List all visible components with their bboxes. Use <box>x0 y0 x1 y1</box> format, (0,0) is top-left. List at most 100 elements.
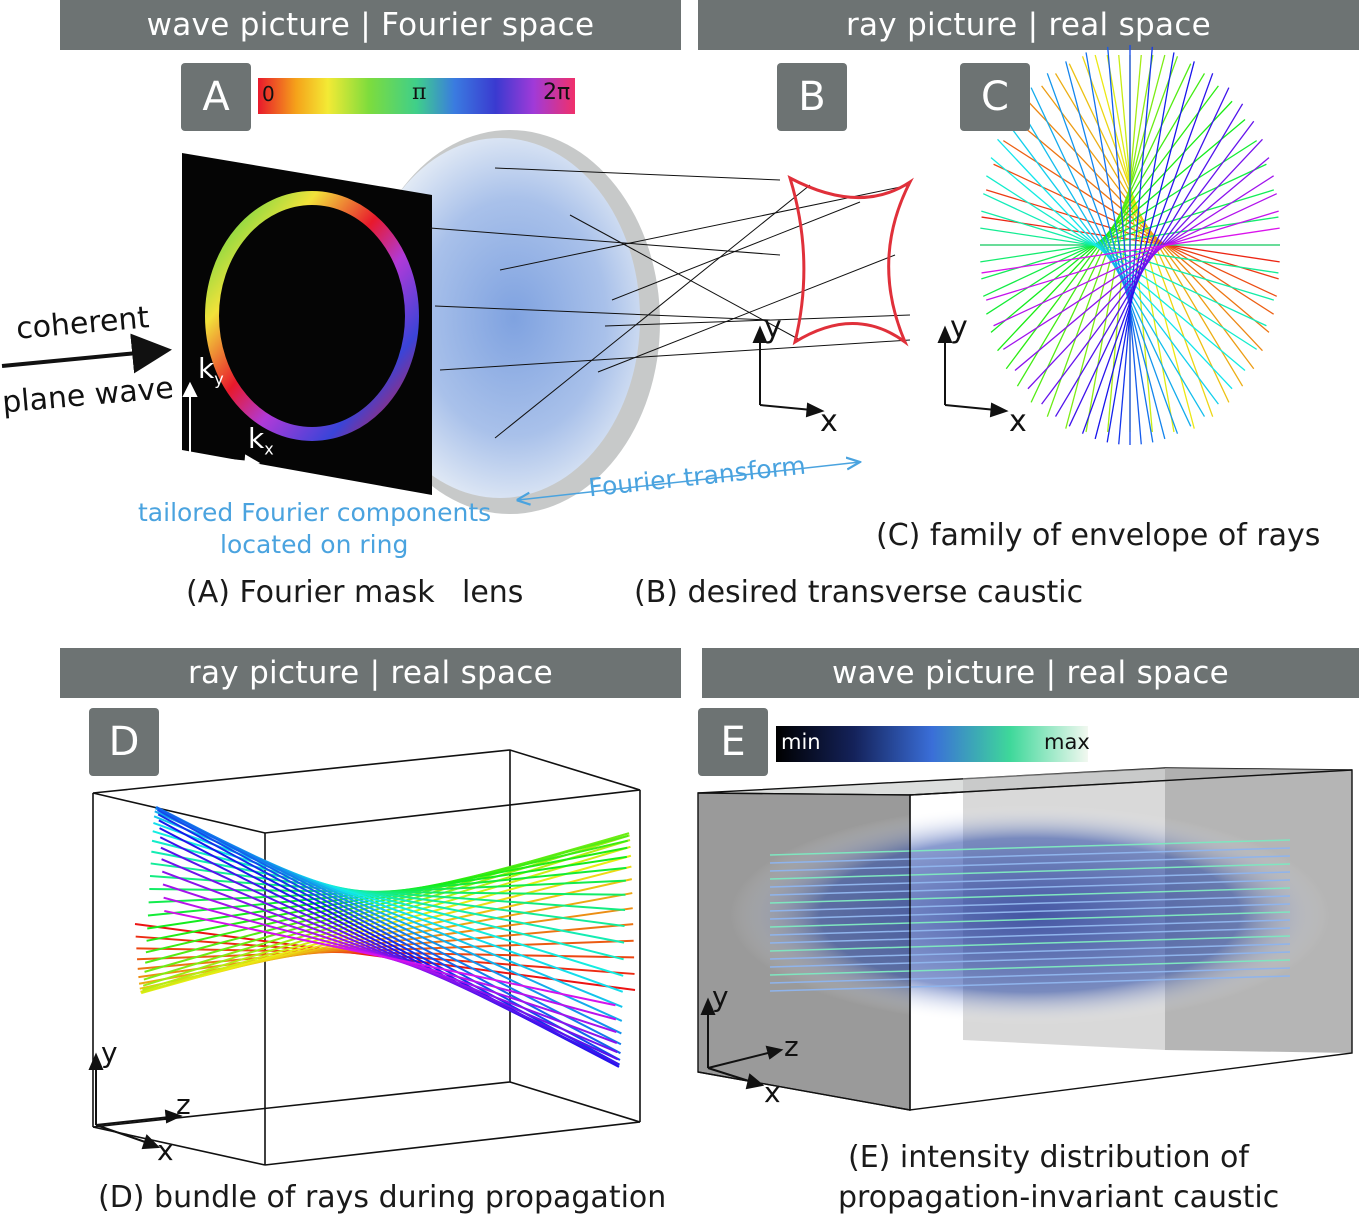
panel-e-streak <box>769 855 1291 872</box>
panel-c-ray <box>982 193 1267 327</box>
panel-c-ray <box>1094 54 1195 429</box>
panel-c-axes <box>937 325 1009 418</box>
caption-envelope: (C) family of envelope of rays <box>876 518 1321 553</box>
intensity-colorbar <box>776 726 1088 762</box>
panel-d-ray <box>161 858 618 1054</box>
panel-e-streak <box>769 927 1291 944</box>
panel-c-ray <box>1118 46 1153 445</box>
panel-c-ray <box>981 189 1275 280</box>
header-ray-real-top: ray picture | real space <box>698 0 1359 50</box>
panel-c-ray <box>1014 119 1270 333</box>
fourier-ring <box>205 191 419 441</box>
panel-d-ray <box>152 830 624 977</box>
panel-e-streak <box>769 887 1291 904</box>
panel-e-streak <box>769 975 1291 992</box>
panel-b-x-label: x <box>820 404 838 439</box>
panel-c-ray <box>1016 103 1206 417</box>
panel-d-rays <box>134 805 636 1068</box>
badge-b: B <box>777 63 847 131</box>
panel-d-ray <box>150 862 625 928</box>
panel-e-streak <box>769 863 1291 880</box>
panel-d-ray <box>157 813 621 1066</box>
caption-bundle: (D) bundle of rays during propagation <box>98 1180 667 1215</box>
panel-c-ray <box>1030 87 1192 427</box>
header-ray-real-bottom: ray picture | real space <box>60 648 681 698</box>
panel-e-volume <box>697 767 1353 1111</box>
panel-c-ray <box>981 227 1280 274</box>
panel-c-ray <box>1002 140 1274 315</box>
panel-c-ray <box>1094 61 1195 440</box>
panel-c-ray <box>1085 52 1154 443</box>
panel-d-ray <box>157 809 621 1061</box>
panel-e-streak <box>769 967 1291 984</box>
badge-d: D <box>89 708 159 776</box>
panel-e-x-label: x <box>764 1076 781 1109</box>
lens-rays <box>429 167 911 439</box>
panel-c-ray <box>985 210 1279 301</box>
panel-c-ray <box>1085 54 1154 433</box>
kx-label: kx <box>248 422 274 459</box>
panel-c-rays <box>980 45 1280 445</box>
panel-e-streak <box>769 871 1291 888</box>
panel-e-streak <box>769 839 1291 856</box>
panel-c-ray <box>990 157 1246 371</box>
desired-caustic <box>787 174 914 347</box>
header-wave-fourier: wave picture | Fourier space <box>60 0 681 50</box>
header-wave-real: wave picture | real space <box>702 648 1359 698</box>
fourier-transform-arrow <box>518 462 860 500</box>
panel-d-z-label: z <box>176 1088 191 1121</box>
panel-c-ray <box>986 140 1258 315</box>
caption-lens: lens <box>462 575 524 610</box>
intensity-label-min: min <box>781 730 821 754</box>
panel-c-ray <box>1106 52 1175 443</box>
panel-c-ray <box>1002 175 1274 350</box>
panel-e-streak <box>769 903 1291 920</box>
panel-e-streak <box>769 847 1291 864</box>
panel-c-ray <box>1041 120 1255 405</box>
input-arrow <box>1 333 172 374</box>
panel-d-ray <box>159 836 619 1066</box>
panel-d-ray <box>153 815 623 1008</box>
badge-e: E <box>698 708 768 776</box>
badge-c: C <box>960 63 1030 131</box>
panel-d-ray <box>151 850 625 944</box>
panel-d-ray <box>149 875 626 911</box>
panel-e-streak <box>769 879 1291 896</box>
panel-c-ray <box>1065 61 1166 440</box>
panel-d-box <box>92 749 641 1166</box>
panel-d-ray <box>155 805 622 1046</box>
panel-c-y-label: y <box>950 310 968 345</box>
panel-c-ray <box>1054 73 1244 387</box>
panel-c-ray <box>997 100 1233 352</box>
panel-d-ray <box>149 888 626 896</box>
intensity-label-max: max <box>1044 730 1090 754</box>
ky-label: ky <box>198 352 224 389</box>
panel-c-ray <box>1068 87 1230 427</box>
panel-d-ray <box>151 839 624 961</box>
caption-fourier-mask: (A) Fourier mask <box>186 575 435 610</box>
panel-c-ray <box>985 189 1279 280</box>
ky-letter: k <box>198 352 215 385</box>
ky-subscript: y <box>214 369 224 389</box>
panel-e-streak <box>769 935 1291 952</box>
phase-label-2pi: 2π <box>543 80 571 105</box>
panel-d-ray <box>156 806 621 1055</box>
panel-c-ray <box>1005 85 1219 370</box>
note-line-2: located on ring <box>220 530 409 559</box>
panel-e-streak <box>769 959 1291 976</box>
phase-colorbar <box>258 78 575 114</box>
panel-c-ray <box>1014 157 1270 371</box>
panel-d-axes <box>88 1052 183 1150</box>
panel-c-ray <box>993 193 1278 327</box>
panel-d-ray <box>160 846 619 1061</box>
panel-e-axes <box>700 997 784 1090</box>
panel-d-x-label: x <box>157 1134 174 1167</box>
note-line-1: tailored Fourier components <box>138 498 492 527</box>
panel-e-streak <box>769 951 1291 968</box>
panel-c-ray <box>1027 138 1263 390</box>
panel-e-streak <box>769 895 1291 912</box>
caption-desired-caustic: (B) desired transverse caustic <box>634 575 1084 610</box>
panel-e-streak <box>769 919 1291 936</box>
panel-c-ray <box>981 210 1275 301</box>
